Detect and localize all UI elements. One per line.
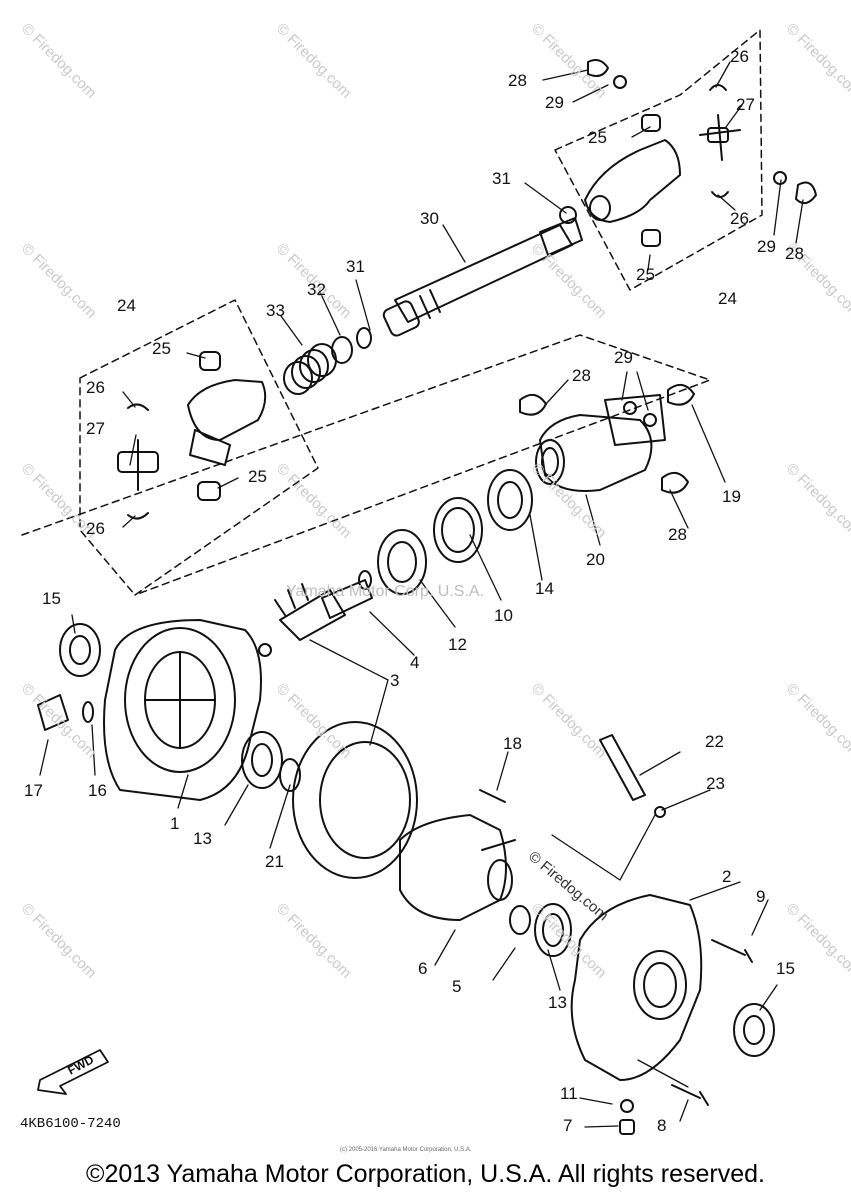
part-number-24: 24 — [718, 289, 737, 308]
part-number-25: 25 — [152, 339, 171, 358]
part-number-18: 18 — [503, 734, 522, 753]
part-number-31: 31 — [492, 169, 511, 188]
part-number-7: 7 — [563, 1116, 573, 1135]
flange-yoke-assembly — [519, 383, 695, 494]
part-number-13: 13 — [193, 829, 212, 848]
part-number-25: 25 — [248, 467, 267, 486]
part-number-23: 23 — [706, 774, 725, 793]
part-number-13: 13 — [548, 993, 567, 1012]
part-number-26: 26 — [86, 519, 105, 538]
part-number-5: 5 — [452, 977, 462, 996]
tiny-copyright: (c) 2005-2016 Yamaha Motor Corporation, … — [340, 1147, 472, 1153]
part-number-20: 20 — [586, 550, 605, 569]
part-number-27: 27 — [86, 419, 105, 438]
part-number-29: 29 — [545, 93, 564, 112]
part-number-12: 12 — [448, 635, 467, 654]
lower-universal-joint-assembly — [117, 351, 267, 520]
part-number-26: 26 — [730, 209, 749, 228]
part-number-26: 26 — [730, 47, 749, 66]
part-number-22: 22 — [705, 732, 724, 751]
part-number-3: 3 — [390, 671, 400, 690]
part-number-19: 19 — [722, 487, 741, 506]
part-number-6: 6 — [418, 959, 428, 978]
part-number-26: 26 — [86, 378, 105, 397]
differential-unit — [399, 814, 572, 957]
part-number-9: 9 — [756, 887, 766, 906]
part-number-33: 33 — [266, 301, 285, 320]
part-number-28: 28 — [785, 244, 804, 263]
copyright-footer: ©2013 Yamaha Motor Corporation, U.S.A. A… — [86, 1160, 765, 1188]
part-number-29: 29 — [757, 237, 776, 256]
part-number-28: 28 — [668, 525, 687, 544]
part-number-16: 16 — [88, 781, 107, 800]
part-number-15: 15 — [42, 589, 61, 608]
drive-shaft — [382, 217, 583, 337]
exploded-parts-diagram — [21, 29, 817, 1135]
part-number-11: 11 — [560, 1084, 578, 1103]
part-number-4: 4 — [410, 653, 420, 672]
middle-bearings-seals — [358, 469, 533, 595]
part-number-30: 30 — [420, 209, 439, 228]
part-number-32: 32 — [307, 280, 326, 299]
right-housing — [570, 894, 775, 1135]
diagram-code: 4KB6100-7240 — [20, 1116, 121, 1132]
part-number-27: 27 — [736, 95, 755, 114]
part-number-21: 21 — [265, 852, 284, 871]
part-number-1: 1 — [170, 814, 180, 833]
part-number-31: 31 — [346, 257, 365, 276]
part-number-28: 28 — [572, 366, 591, 385]
part-number-25: 25 — [588, 128, 607, 147]
pinion-gear — [274, 579, 373, 641]
pin-and-clip — [479, 734, 666, 818]
ring-gear — [241, 721, 418, 879]
part-number-28: 28 — [508, 71, 527, 90]
part-number-2: 2 — [722, 867, 732, 886]
part-number-29: 29 — [614, 348, 633, 367]
part-number-8: 8 — [657, 1116, 667, 1135]
part-number-25: 25 — [636, 265, 655, 284]
part-number-14: 14 — [535, 579, 554, 598]
left-housing — [37, 619, 272, 801]
part-number-10: 10 — [494, 606, 513, 625]
fwd-arrow-shape — [37, 1049, 109, 1095]
watermark-center: Yamaha Motor Corp. U.S.A. — [286, 583, 484, 600]
leader-lines — [39, 61, 804, 1128]
part-number-15: 15 — [776, 959, 795, 978]
upper-universal-joint-assembly — [559, 59, 817, 247]
part-number-24: 24 — [117, 296, 136, 315]
part-number-17: 17 — [24, 781, 43, 800]
dashed-group-boxes — [21, 29, 763, 596]
spring-washer-clip — [283, 327, 372, 395]
